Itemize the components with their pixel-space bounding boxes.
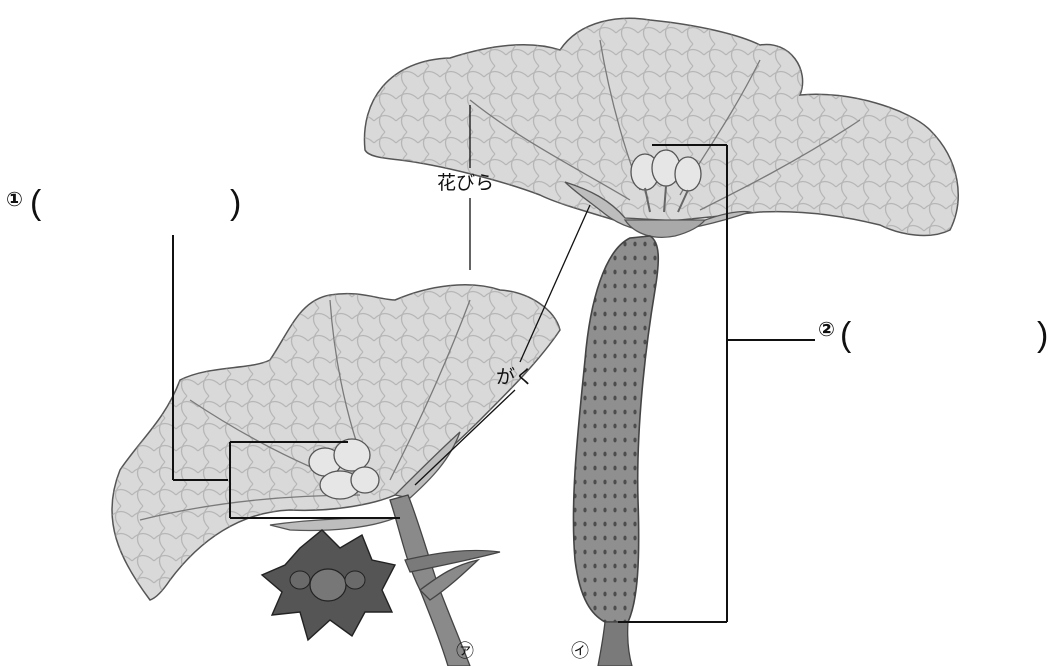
flower-i-label: ㋑	[571, 642, 589, 660]
answer-2-close-paren: )	[1037, 318, 1048, 352]
question-2-number: ②	[818, 320, 835, 340]
question-1-number: ①	[6, 190, 23, 210]
sepal-label: がく	[496, 368, 534, 387]
answer-2-open-paren: (	[840, 318, 851, 352]
petal-label: 花びら	[437, 174, 494, 193]
flower-a-buds	[262, 530, 395, 640]
flower-a	[112, 285, 560, 666]
answer-1-open-paren: (	[30, 186, 41, 220]
answer-1-close-paren: )	[230, 186, 241, 220]
flower-a-label: ㋐	[456, 642, 474, 660]
